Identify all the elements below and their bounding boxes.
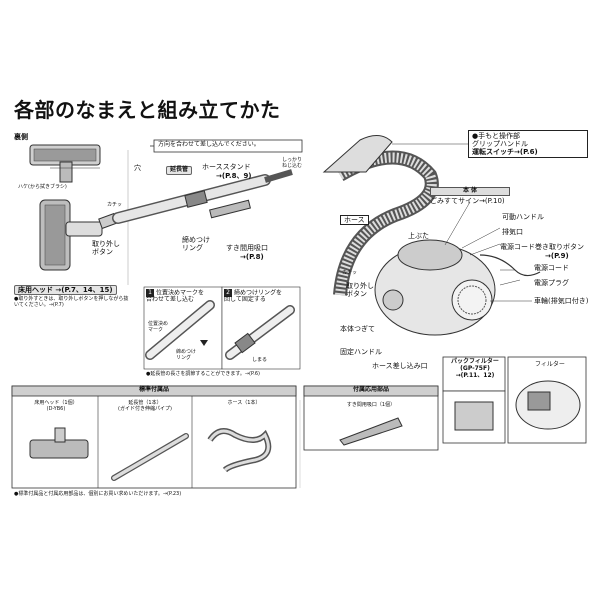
fixed-handle-label: 固定ハンドル	[340, 348, 382, 356]
acc-item-2-model: (ガイド付き伸縮パイプ)	[118, 405, 172, 412]
step2-number: 2	[224, 289, 232, 297]
step1-text: 位置決めマークを 合わせて差し込む	[146, 289, 205, 304]
power-cord-label: 電源コード	[534, 264, 569, 272]
click-label-right: カチッ	[342, 270, 358, 276]
floor-head-note: ●取り外すときは、取り外しボタンを押しながら抜いてください。→(P.7)	[14, 296, 129, 308]
release-button-right: 取り外し ボタン	[346, 282, 374, 299]
tighten-ring-label: 締めつけ リング	[182, 236, 210, 253]
acc-item-1-name: 床用ヘッド（1個）	[34, 400, 78, 406]
acc-item-1: 床用ヘッド（1個） (D-YB6)	[16, 400, 96, 413]
position-mark-label: 位置決め マーク	[148, 321, 169, 333]
floor-head-side-drawing	[39, 199, 118, 271]
hole-label: 穴	[134, 164, 141, 172]
power-plug-label: 電源プラグ	[534, 279, 569, 287]
bag-filter-model: (GP-75F)	[460, 364, 490, 372]
cord-button-label: 電源コード巻き取りボタン	[500, 243, 584, 251]
floor-head-label: 床用ヘッド →(P.7、14、15)	[14, 285, 117, 296]
filter-label: フィルター	[535, 361, 565, 368]
release-button-label: 取り外し ボタン	[92, 240, 120, 257]
accessories-footnote: ●標準付属品と付属応用部品は、個別にお買い求めいただけます。→(P.23)	[14, 491, 182, 497]
acc-item-2: 延長管（1本） (ガイド付き伸縮パイプ)	[100, 400, 190, 413]
bag-filter-box: パックフィルター (GP-75F) →(P.11、12)	[446, 358, 504, 380]
hose-stand-ref: →(P.8、9)	[216, 172, 252, 180]
tighten-ring2-label: 締めつけ リング	[176, 349, 197, 361]
wheel-label: 車輪(排気口付き)	[534, 297, 589, 305]
hose-stand-label: ホーススタンド	[202, 163, 251, 171]
hand-controls-label: ●手もと操作部	[472, 132, 520, 140]
gap-nozzle-ref: →(P.8)	[240, 253, 264, 261]
optional-item: すき間用吸口（1個）	[346, 402, 396, 408]
extension-pipe-label: 延長管	[166, 166, 193, 175]
hose-label: ホース	[340, 215, 369, 226]
grip-handle-label: グリップハンドル	[472, 140, 528, 149]
pipe-note: ●延長管の長さを調節することができます。→(P.6)	[146, 371, 260, 377]
firmly-insert-label: しっかり ねじ込む	[282, 157, 303, 169]
optional-header: 付属応用部品	[352, 386, 389, 393]
step1-number: 1	[146, 289, 154, 297]
dust-sign-label: ごみすてサイン→(P.10)	[430, 197, 505, 205]
acc-item-3-name: ホース（1本）	[227, 400, 261, 406]
click-label: カチッ	[107, 202, 123, 208]
acc-item-3: ホース（1本）	[194, 400, 294, 407]
accessories-header: 標準付属品	[138, 386, 169, 393]
loosen-label: しまる	[252, 357, 268, 363]
hose-inlet-label: ホース差し込み口	[372, 362, 428, 370]
vacuum-body-drawing	[374, 239, 541, 336]
back-label: 裏側	[14, 133, 28, 141]
bag-filter-ref: →(P.11、12)	[455, 371, 495, 379]
body-joint-label: 本体つぎて	[340, 325, 375, 333]
extension-pipe-drawing	[112, 169, 293, 224]
cord-button-ref: →(P.9)	[545, 252, 569, 260]
floor-head-back-drawing	[29, 144, 101, 183]
step2-text: 締めつけリングを 回して固定する	[224, 289, 283, 304]
body-header: 本 体	[430, 187, 510, 196]
bag-filter-label: パックフィルター	[451, 358, 499, 365]
brush-note: ハケ(から拭きブラシ)	[18, 184, 67, 190]
hand-controls-box: ●手もと操作部 グリップハンドル 運転スイッチ→(P.6)	[468, 130, 588, 159]
acc-item-2-name: 延長管（1本）	[128, 400, 162, 406]
run-switch-label: 運転スイッチ→(P.6)	[472, 148, 538, 157]
exhaust-label: 排気口	[502, 228, 523, 236]
movable-handle-label: 可動ハンドル	[502, 213, 544, 221]
acc-item-1-model: (D-YB6)	[46, 405, 66, 412]
insert-instruction: 方向を合わせて差し込んでください。	[158, 141, 260, 148]
top-cover-label: 上ぶた	[408, 232, 429, 240]
page-title: 各部のなまえと組み立てかた	[14, 98, 281, 122]
gap-nozzle-label: すき間用吸口	[226, 244, 268, 252]
